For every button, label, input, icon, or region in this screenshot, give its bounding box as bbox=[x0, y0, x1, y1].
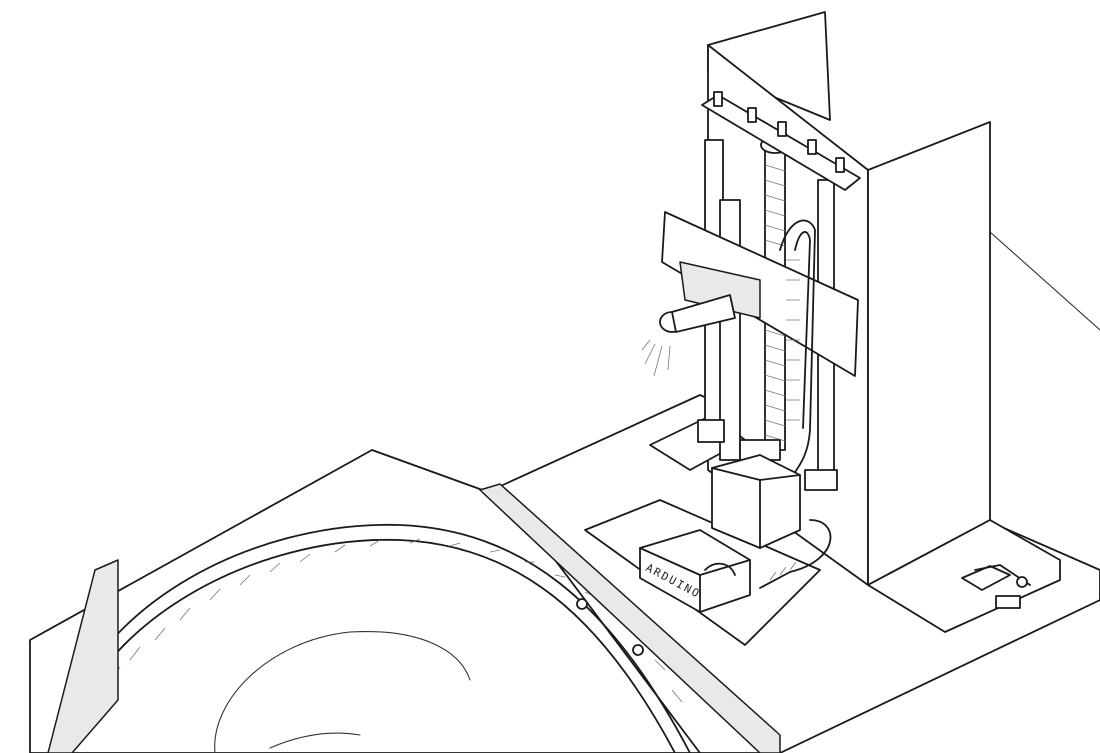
drag-chain bbox=[759, 219, 832, 589]
carriage-bar bbox=[641, 211, 859, 377]
stepper-motor bbox=[711, 454, 801, 549]
top-rail bbox=[701, 91, 861, 191]
limit-switch bbox=[961, 564, 1031, 609]
turntable-assembly bbox=[29, 449, 781, 753]
